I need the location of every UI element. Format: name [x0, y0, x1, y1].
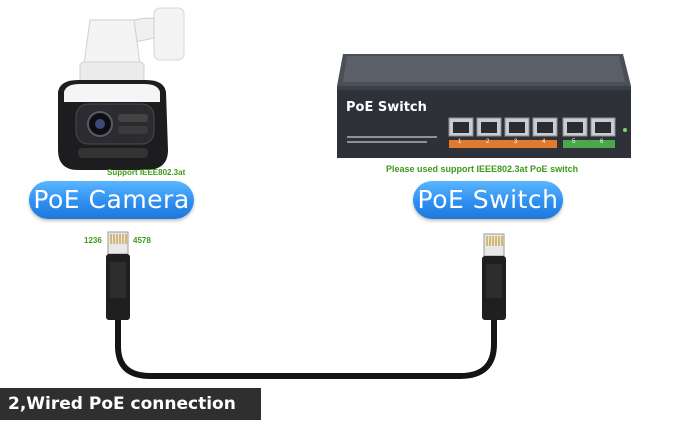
port-number: 1: [458, 139, 462, 145]
poe-camera-image: [58, 7, 185, 170]
ethernet-cable-image: [106, 231, 506, 379]
poe-camera-pill: PoE Camera: [29, 181, 194, 219]
section-header: 2,Wired PoE connection: [0, 388, 261, 420]
port-number: 3: [514, 139, 518, 145]
poe-switch-pill: PoE Switch: [413, 181, 563, 219]
left-pin-label: 1236: [84, 236, 102, 245]
port-number: 6: [600, 139, 604, 145]
port-number: 5: [572, 139, 576, 145]
switch-support-note: Please used support IEEE802.3at PoE swit…: [386, 164, 579, 174]
right-pin-label: 4578: [133, 236, 151, 245]
blank-label-box: [214, 305, 382, 357]
poe-switch-image: [337, 54, 631, 158]
port-number: 4: [542, 139, 546, 145]
switch-port-numbers: 1 2 3 4 5 6: [449, 139, 615, 149]
switch-device-label: PoE Switch: [346, 100, 427, 115]
port-number: 2: [486, 139, 490, 145]
camera-support-note: Support IEEE802.3at: [107, 168, 186, 177]
